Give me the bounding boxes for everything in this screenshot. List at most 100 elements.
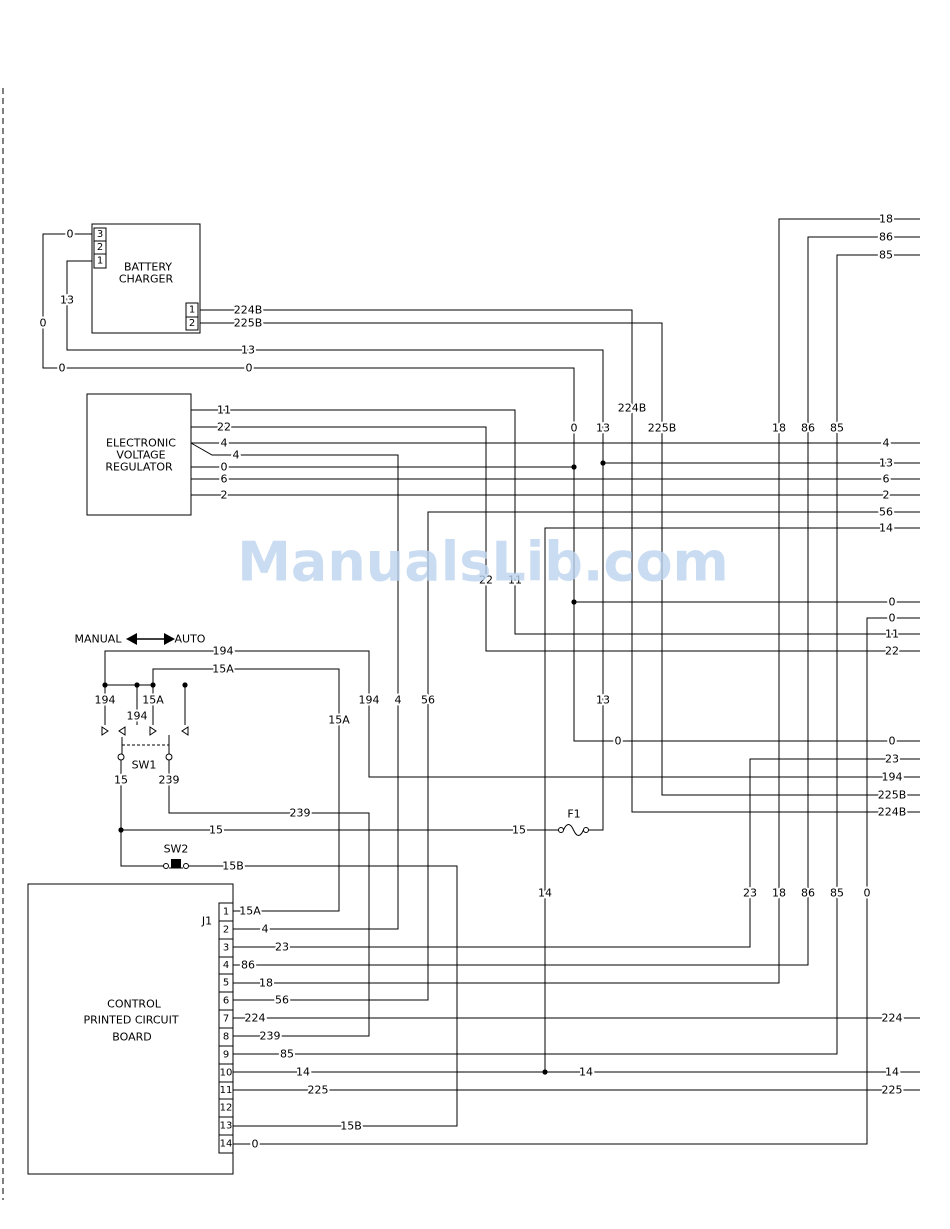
connector-label: J1: [201, 915, 212, 928]
connector-pin-number: 7: [223, 1014, 229, 1025]
wire-13: [66, 260, 604, 831]
wire-18: [233, 218, 920, 984]
wire-label: 13: [60, 294, 74, 307]
connector-pin-number: 11: [220, 1085, 233, 1096]
junction-dot: [600, 460, 606, 466]
wire-label: 4: [262, 923, 269, 936]
voltage-regulator-label: REGULATOR: [105, 461, 173, 474]
wire-label: 23: [885, 753, 899, 766]
wire-11: [191, 409, 920, 635]
wire-label: 4: [883, 437, 890, 450]
wire-label: 14: [296, 1066, 310, 1079]
wire-label: 225: [308, 1084, 329, 1097]
wire-label: 225B: [234, 317, 263, 330]
push-button-icon: [171, 859, 181, 868]
connector-pin-number: 4: [223, 960, 229, 971]
switch-terminal: [117, 753, 125, 761]
wire-label: 0: [221, 461, 228, 474]
wire-label: 13: [596, 694, 610, 707]
manual-label: MANUAL: [75, 633, 123, 646]
switch-sw1: SW1: [101, 726, 189, 772]
switch-terminal: [163, 863, 169, 869]
control-board-label: CONTROL: [107, 998, 162, 1011]
wire-label: 15A: [142, 694, 164, 707]
contact-arrow-icon: [149, 726, 157, 736]
junction-dot: [571, 464, 577, 470]
wire-0: [233, 617, 920, 1145]
charger-pin-number: 1: [97, 256, 103, 267]
wire-label: 14: [538, 887, 552, 900]
fuse-symbol-icon: [563, 824, 584, 836]
wire-label: 56: [275, 994, 289, 1007]
watermark: ManualsLib.com: [237, 531, 729, 594]
battery-charger: 3 2 1 1 2 BATTERY CHARGER: [91, 223, 201, 334]
wire-label: 4: [221, 437, 228, 450]
wire-label: 194: [882, 771, 903, 784]
wire-15a: [152, 668, 340, 912]
junction-dot: [150, 682, 156, 688]
wire-label: 14: [579, 1066, 593, 1079]
wire-label: 22: [479, 574, 493, 587]
wire-label: 22: [885, 645, 899, 658]
contact-arrow-icon: [118, 726, 126, 736]
wire-label: 11: [885, 628, 899, 641]
wire-label: 4: [233, 449, 240, 462]
wire-label: 239: [159, 774, 180, 787]
wire-15b: [188, 865, 458, 1127]
contact-arrow-icon: [101, 726, 109, 736]
wire-label: 15: [114, 774, 128, 787]
connector-pin-number: 12: [220, 1103, 233, 1114]
connector-pin-number: 1: [223, 907, 229, 918]
wire-label: 239: [290, 807, 311, 820]
connector-pin-number: 9: [223, 1050, 229, 1061]
connector-pin-number: 8: [223, 1032, 229, 1043]
wire-22: [191, 426, 920, 652]
fuse-terminal: [583, 827, 589, 833]
wire-86: [233, 236, 920, 966]
wire-label: 15A: [239, 905, 261, 918]
wire-label: 0: [864, 887, 871, 900]
connector-pin-number: 14: [220, 1139, 233, 1150]
arrow-right-icon: [164, 633, 175, 645]
wire-label: 15A: [328, 714, 350, 727]
charger-pin-number: 3: [97, 229, 103, 240]
wire-label: 2: [883, 489, 890, 502]
wire-label: 23: [275, 941, 289, 954]
battery-charger-box: [91, 223, 201, 334]
wire-label: 13: [596, 422, 610, 435]
wire-label: 224B: [878, 806, 907, 819]
wire-label: 0: [252, 1138, 259, 1151]
voltage-regulator-label: VOLTAGE: [116, 449, 165, 462]
junction-dot: [118, 827, 124, 833]
contact-arrow-icon: [181, 726, 189, 736]
wire-label: 13: [879, 457, 893, 470]
wire-label: 15: [512, 824, 526, 837]
connector-pin-dividers: [219, 920, 233, 1136]
connector-pin-number: 13: [220, 1121, 233, 1132]
junction-dot: [102, 682, 108, 688]
wire-label: 225B: [878, 789, 907, 802]
wire-label: 0: [889, 612, 896, 625]
fuse-label: F1: [567, 808, 580, 821]
junction-dot: [182, 682, 188, 688]
wire-label: 194: [359, 694, 380, 707]
voltage-regulator-label: ELECTRONIC: [106, 437, 176, 450]
wire-label: 0: [889, 735, 896, 748]
wire-label: 15A: [212, 663, 234, 676]
wire-label: 0: [889, 596, 896, 609]
charger-pin-box: [185, 316, 199, 331]
junction-dot: [542, 1069, 548, 1075]
junction-dot: [134, 682, 140, 688]
wire-label: 0: [246, 362, 253, 375]
arrow-left-icon: [126, 633, 137, 645]
wires: [42, 218, 920, 1145]
battery-charger-label: CHARGER: [119, 273, 174, 286]
auto-label: AUTO: [175, 633, 206, 646]
connector-pin-number: 5: [223, 978, 229, 989]
sw1-label: SW1: [132, 759, 157, 772]
wire-label: 18: [772, 422, 786, 435]
wire-label: 85: [830, 887, 844, 900]
wire-label: 11: [217, 404, 231, 417]
wire-label: 194: [213, 645, 234, 658]
